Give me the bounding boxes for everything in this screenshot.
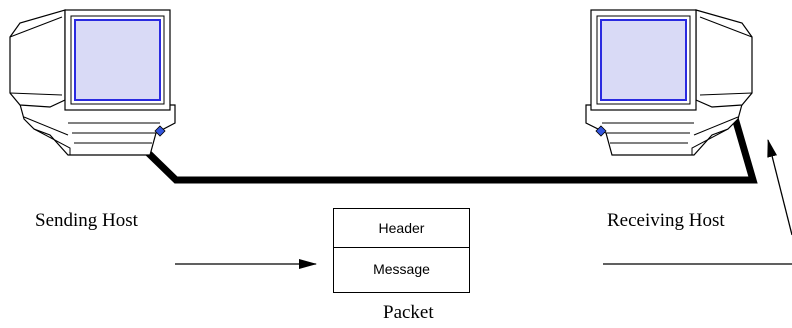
sending-host-label: Sending Host [35, 210, 138, 231]
receiving-host-label: Receiving Host [607, 210, 725, 231]
network-cable [137, 117, 758, 184]
upward-arrow-icon [767, 139, 792, 236]
packet-message-label: Message [373, 261, 430, 277]
packet-label: Packet [383, 302, 434, 323]
receiving-host-computer-icon [585, 9, 753, 156]
power-diamond [595, 125, 607, 137]
packet-divider [334, 247, 469, 248]
power-diamond [154, 125, 166, 137]
sending-host-computer-icon [9, 9, 176, 156]
packet-box: Header Message [333, 208, 470, 293]
packet-header-label: Header [378, 220, 425, 236]
